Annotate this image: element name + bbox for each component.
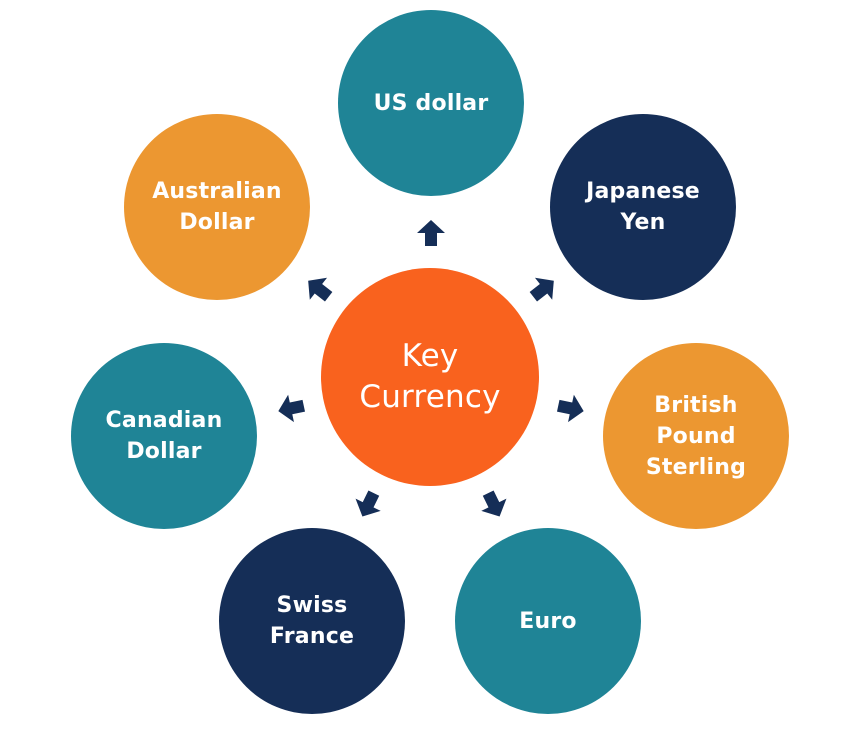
node-british-pound-sterling: British Pound Sterling <box>603 343 789 529</box>
node-label-british-pound-sterling: British Pound Sterling <box>645 392 747 480</box>
node-label-japanese-yen: Japanese Yen <box>586 179 700 235</box>
node-swiss-france: Swiss France <box>219 528 405 714</box>
node-label-us-dollar: US dollar <box>373 90 489 116</box>
node-label-canadian-dollar: Canadian Dollar <box>105 408 223 464</box>
arrow-outward-icon <box>278 394 306 423</box>
arrow-outward-icon <box>355 490 381 517</box>
arrow-outward-icon <box>417 220 445 246</box>
node-canadian-dollar: Canadian Dollar <box>71 343 257 529</box>
center-node-key-currency: Key Currency <box>321 268 539 486</box>
node-japanese-yen: Japanese Yen <box>550 114 736 300</box>
arrow-outward-icon <box>308 277 333 302</box>
arrow-outward-icon <box>529 277 554 302</box>
node-euro: Euro <box>455 528 641 714</box>
node-label-australian-dollar: Australian Dollar <box>152 179 282 235</box>
node-label-swiss-france: Swiss France <box>269 593 355 649</box>
node-us-dollar: US dollar <box>338 10 524 196</box>
node-label-euro: Euro <box>519 608 577 634</box>
center-node-label: Key Currency <box>359 338 501 415</box>
node-australian-dollar: Australian Dollar <box>124 114 310 300</box>
arrow-outward-icon <box>556 394 584 423</box>
arrow-outward-icon <box>481 490 507 517</box>
